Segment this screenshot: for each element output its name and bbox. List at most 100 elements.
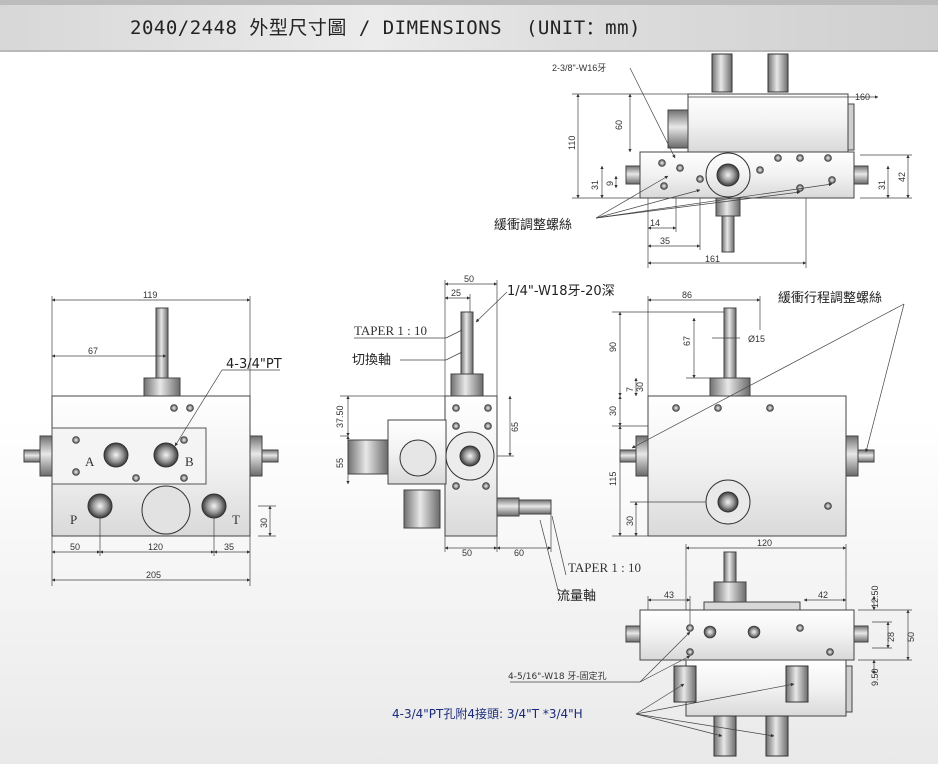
dim-rear-86: 86 — [682, 290, 692, 300]
side-view-flow-housing — [496, 497, 520, 517]
top-view-right-cap — [847, 103, 855, 151]
taper-top: TAPER 1 : 10 — [354, 323, 427, 338]
dim-bottom-9-50: 9.50 — [870, 668, 880, 686]
dim-rear-30c: 30 — [625, 516, 635, 526]
dim-side-25: 25 — [451, 288, 461, 298]
dim-side-55: 55 — [335, 458, 345, 468]
dim-160: 160 — [855, 92, 870, 102]
dim-side-60: 60 — [514, 548, 524, 558]
port-label-t: T — [232, 512, 240, 527]
front-view-shaft — [155, 307, 169, 379]
rear-view-body — [647, 395, 847, 537]
bottom-view-cap — [845, 665, 853, 713]
rear-view-bolt — [824, 502, 832, 510]
front-view: A B P T 1 — [23, 290, 282, 586]
port-label-a: A — [85, 454, 95, 469]
bottom-view-adjust-screw-right — [853, 625, 869, 643]
dim-bottom-12-50: 12.50 — [870, 585, 880, 608]
rear-view-shaft-nut — [709, 377, 751, 397]
dim-110: 110 — [567, 136, 577, 150]
dim-bottom-42: 42 — [818, 590, 828, 600]
dim-rear-67: 67 — [682, 336, 692, 346]
dim-side-50-bottom: 50 — [462, 548, 472, 558]
header-accent — [0, 0, 938, 5]
page-title: 2040/2448 外型尺寸圖 / DIMENSIONS (UNIT：mm) — [130, 17, 641, 39]
bottom-view-fitting — [713, 715, 737, 757]
flow-label: 流量軸 — [557, 589, 596, 604]
dim-bottom-43: 43 — [664, 590, 674, 600]
top-view-left-cap — [667, 109, 689, 149]
dim-rear-30a: 30 — [635, 382, 645, 392]
dim-9: 9 — [605, 181, 615, 186]
front-view-bolt — [180, 436, 188, 444]
bottom-view-fitting — [765, 715, 789, 757]
dim-35: 35 — [224, 542, 234, 552]
top-view-upper-body — [687, 93, 849, 153]
top-view-thread-callout: 2-3/8"-W16牙 — [552, 63, 606, 73]
bottom-view-port — [703, 625, 717, 639]
dim-120: 120 — [148, 542, 163, 552]
top-view-shaft-port — [716, 163, 740, 187]
front-view-bolt — [186, 404, 194, 412]
side-view-flow-shaft — [518, 499, 552, 515]
front-view-shaft-nut — [143, 377, 181, 397]
dim-42: 42 — [897, 172, 907, 182]
top-view-shaft-housing — [715, 197, 741, 217]
bottom-view-fixing-hole — [686, 624, 694, 632]
front-view-port-t — [201, 493, 227, 519]
bottom-view-fitting — [785, 665, 809, 703]
top-view-bolt — [676, 164, 684, 172]
top-view: 2-3/8"-W16牙 緩衝調整螺絲 160 110 60 31 9 31 42… — [494, 53, 912, 268]
rear-view-bolt — [766, 404, 774, 412]
front-view-port-a — [103, 442, 129, 468]
front-view-adjust-screw-left — [23, 449, 41, 463]
side-view-shaft-nut — [450, 373, 484, 397]
shaft-label: 切換軸 — [352, 353, 391, 368]
bottom-view-fixing-hole — [686, 648, 694, 656]
port-label-p: P — [70, 512, 77, 527]
rear-view: 86 Ø15 90 67 7 30 30 115 30 緩衝行程調整螺絲 — [608, 290, 905, 537]
dim-rear-90: 90 — [608, 342, 618, 352]
front-view-bolt — [72, 468, 80, 476]
top-view-shaft — [721, 215, 735, 253]
side-view-bolt — [452, 482, 460, 490]
front-view-bolt — [170, 404, 178, 412]
side-view: 50 25 37.50 55 65 50 60 1/4"-W18牙-20深 TA… — [335, 274, 641, 604]
side-view-bolt — [484, 404, 492, 412]
top-view-bolt — [824, 154, 832, 162]
front-view-bolt — [180, 474, 188, 482]
rear-view-adjust-callout: 緩衝行程調整螺絲 — [778, 291, 882, 306]
side-view-bolt — [452, 404, 460, 412]
dim-rear-115: 115 — [608, 472, 618, 486]
rear-view-bolt — [714, 404, 722, 412]
port-label-b: B — [185, 454, 194, 469]
bottom-view-shaft — [723, 551, 737, 583]
dim-50: 50 — [70, 542, 80, 552]
side-view-shaft — [460, 311, 474, 375]
bottom-view-fixing-hole — [826, 648, 834, 656]
top-view-bolt — [696, 175, 704, 183]
bottom-view-fitting — [673, 665, 697, 703]
side-view-bolt — [452, 422, 460, 430]
top-view-bolt — [828, 176, 836, 184]
side-view-bolt — [482, 482, 490, 490]
top-view-adjust-callout: 緩衝調整螺絲 — [494, 218, 572, 233]
top-view-adjust-screw-left — [625, 165, 641, 185]
side-view-thread-callout: 1/4"-W18牙-20深 — [507, 284, 615, 299]
front-view-port-callout: 4-3/4"PT — [226, 357, 282, 372]
top-view-bolt — [658, 159, 666, 167]
dim-side-37-50: 37.50 — [335, 405, 345, 428]
dim-side-50-top: 50 — [464, 274, 474, 284]
dim-35: 35 — [660, 236, 670, 246]
top-view-fitting-left — [711, 53, 733, 93]
front-view-flange — [141, 485, 191, 535]
front-view-bolt — [132, 474, 140, 482]
front-view-adjust-screw-right — [261, 449, 279, 463]
side-view-center-port — [459, 445, 481, 467]
dim-rear-30b: 30 — [608, 406, 618, 416]
bottom-view-lower-body — [685, 659, 847, 717]
taper-bottom: TAPER 1 : 10 — [568, 560, 641, 575]
dim-60: 60 — [614, 120, 624, 130]
bottom-view-port-callout: 4-3/4"PT孔附4接頭: 3/4"T *3/4"H — [392, 706, 583, 721]
